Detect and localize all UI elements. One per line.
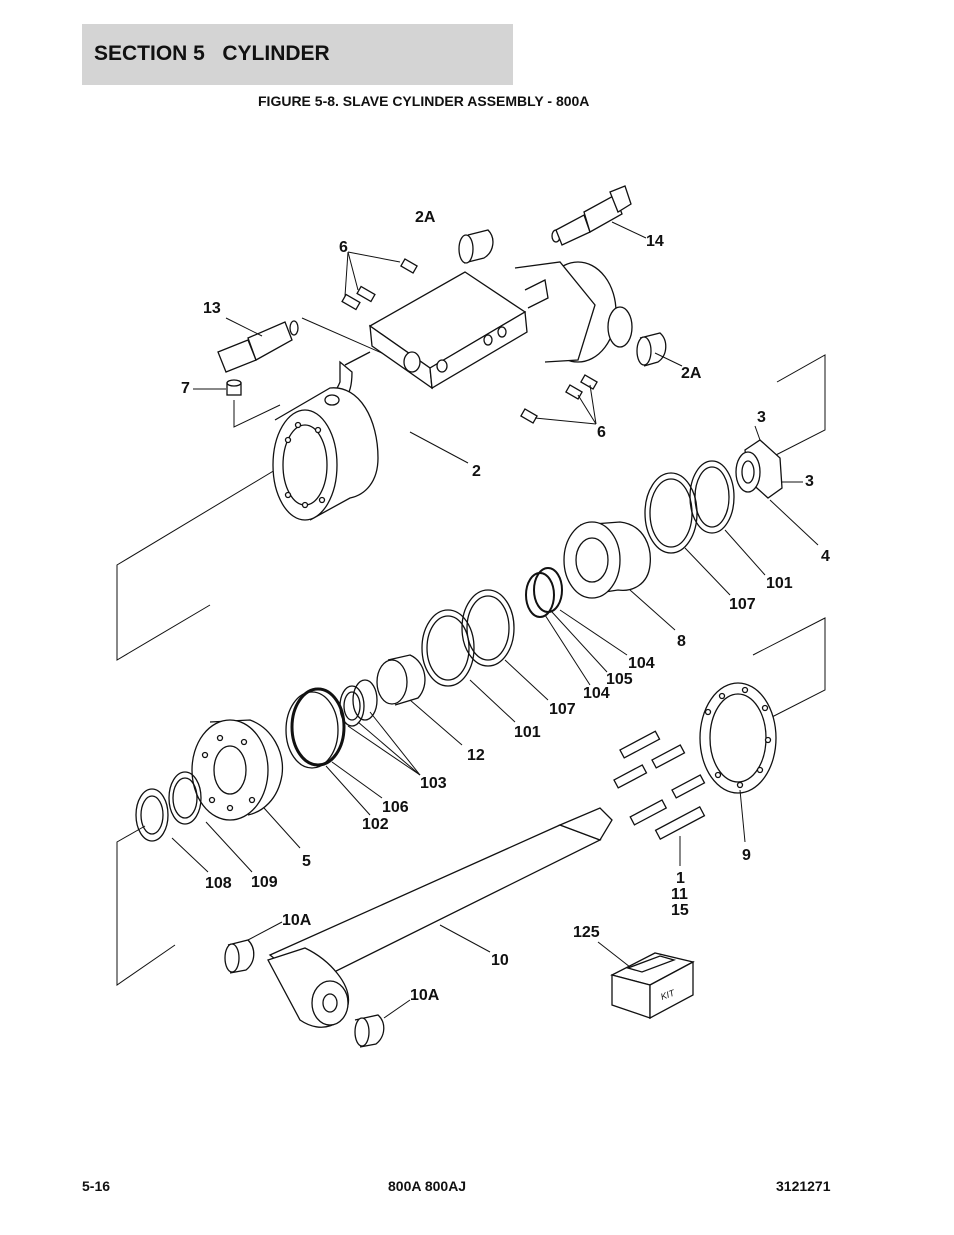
callout-10a-top: 10A xyxy=(282,912,312,929)
callout-3-right: 3 xyxy=(805,473,814,490)
callout-2a-top: 2A xyxy=(415,209,436,226)
callout-125: 125 xyxy=(573,924,600,941)
callouts: 2A 14 6 13 7 2A 3 6 2 3 4 101 107 8 104 … xyxy=(181,209,830,1004)
callout-10a-bottom: 10A xyxy=(410,987,440,1004)
footer-page-number: 5-16 xyxy=(82,1178,111,1194)
callout-6-bottom: 6 xyxy=(597,424,606,441)
bushing-10a-bottom xyxy=(354,1014,385,1048)
callout-4: 4 xyxy=(821,548,830,565)
screws-bottom xyxy=(520,374,598,424)
fitting-13 xyxy=(217,320,299,373)
rings-middle xyxy=(421,589,515,687)
nut-4 xyxy=(735,439,783,499)
rings-104 xyxy=(525,567,563,618)
callout-103: 103 xyxy=(420,775,447,792)
callout-104-b: 104 xyxy=(583,685,610,702)
rings-103 xyxy=(339,679,378,727)
callout-101-mid: 101 xyxy=(514,724,541,741)
callout-104-a: 104 xyxy=(628,655,655,672)
callout-14: 14 xyxy=(646,233,664,250)
callout-3-top: 3 xyxy=(757,409,766,426)
callout-2a-right: 2A xyxy=(681,365,702,382)
callout-109: 109 xyxy=(251,874,278,891)
cap-2a-top xyxy=(458,229,494,264)
callout-1: 1 xyxy=(676,870,685,887)
callout-107-right: 107 xyxy=(729,596,756,613)
callout-105: 105 xyxy=(606,671,633,688)
spacer-12 xyxy=(376,654,426,706)
bolts xyxy=(613,730,706,841)
callout-2: 2 xyxy=(472,463,481,480)
callout-9: 9 xyxy=(742,847,751,864)
callout-6-top: 6 xyxy=(339,239,348,256)
callout-10: 10 xyxy=(491,952,509,969)
bushing-10a-top xyxy=(224,939,255,974)
screws-top xyxy=(341,258,418,311)
cap-2a-right xyxy=(636,332,667,367)
rings-106 xyxy=(285,687,346,769)
port-block xyxy=(323,261,633,406)
callout-12: 12 xyxy=(467,747,485,764)
footer-doc-number: 3121271 xyxy=(776,1178,831,1194)
piston-8 xyxy=(563,521,651,599)
callout-8: 8 xyxy=(677,633,686,650)
callout-15: 15 xyxy=(671,902,689,919)
callout-108: 108 xyxy=(205,875,232,892)
callout-7: 7 xyxy=(181,380,190,397)
gasket-9 xyxy=(699,682,777,794)
rings-108-109 xyxy=(135,771,202,842)
fitting-14 xyxy=(551,185,632,246)
rod-10 xyxy=(267,807,613,1028)
plug-7 xyxy=(226,379,242,396)
callout-5: 5 xyxy=(302,853,311,870)
kit-box-125 xyxy=(610,952,695,1020)
barrel-housing xyxy=(272,387,379,521)
callout-107-mid: 107 xyxy=(549,701,576,718)
callout-106: 106 xyxy=(382,799,409,816)
callout-13: 13 xyxy=(203,300,221,317)
callout-101-right: 101 xyxy=(766,575,793,592)
rings-right xyxy=(644,460,735,554)
head-5 xyxy=(191,719,284,821)
callout-11: 11 xyxy=(671,886,688,903)
figure-title: FIGURE 5-8. SLAVE CYLINDER ASSEMBLY - 80… xyxy=(258,93,590,109)
kit-label: KIT xyxy=(659,987,677,1002)
section-title: SECTION 5 CYLINDER xyxy=(94,42,330,65)
footer-models: 800A 800AJ xyxy=(388,1178,467,1194)
callout-102: 102 xyxy=(362,816,389,833)
section-header: SECTION 5 CYLINDER xyxy=(82,24,513,85)
leader-lines xyxy=(171,221,819,1019)
